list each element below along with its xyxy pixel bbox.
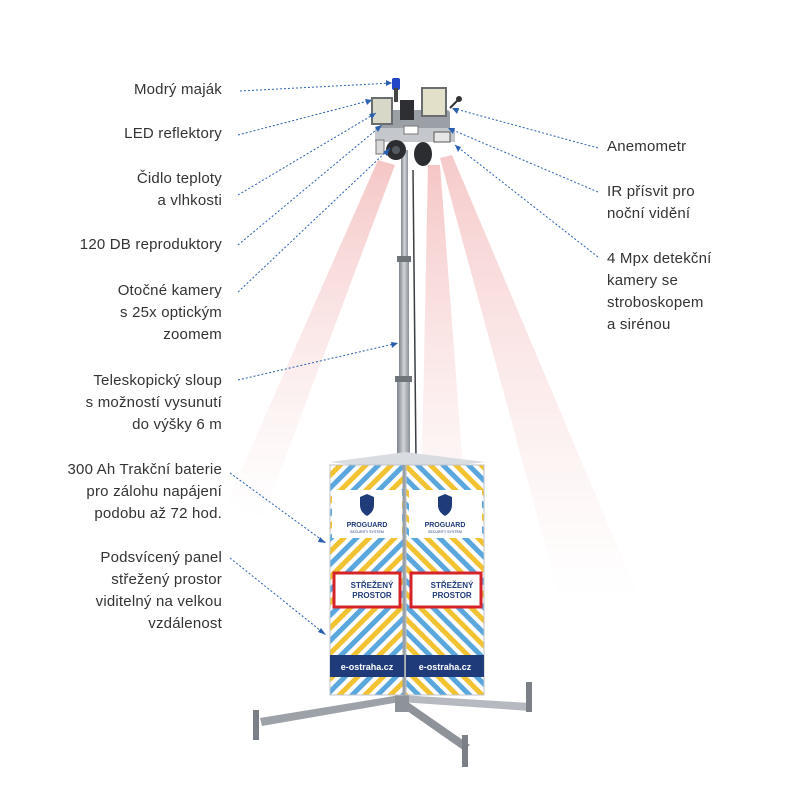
label-line: vzdálenost bbox=[148, 615, 222, 632]
label-line: a sirénou bbox=[607, 316, 671, 333]
label-reproduktory: 120 DB reproduktory bbox=[80, 234, 222, 256]
telescopic-pole bbox=[395, 150, 417, 470]
label-teleskopicky-sloup: Teleskopický sloup s možností vysunutí d… bbox=[86, 370, 222, 436]
label-line: stroboskopem bbox=[607, 294, 704, 311]
label-line: střežený prostor bbox=[111, 571, 222, 588]
battery-box: PROGUARD SECURITY SYSTEM PROGUARD SECURI… bbox=[329, 452, 485, 696]
label-trakcni-baterie: 300 Ah Trakční baterie pro zálohu napáje… bbox=[68, 459, 223, 525]
label-line: noční vidění bbox=[607, 205, 691, 222]
label-line: Otočné kamery bbox=[117, 282, 222, 299]
label-line: viditelný na velkou bbox=[95, 593, 222, 610]
sign-line1-right: STŘEŽENÝ bbox=[431, 581, 474, 590]
leader-podsviceny-panel bbox=[229, 557, 327, 636]
beam-right bbox=[440, 155, 640, 600]
label-line: 300 Ah Trakční baterie bbox=[67, 461, 222, 478]
label-line: Modrý maják bbox=[133, 81, 222, 98]
sign-line2-right: PROSTOR bbox=[432, 591, 472, 600]
label-podsviceny-panel: Podsvícený panel střežený prostor vidite… bbox=[96, 547, 222, 635]
shield-icon bbox=[438, 494, 452, 516]
brand-text-right: PROGUARD bbox=[425, 522, 466, 529]
leader-reproduktory bbox=[237, 124, 383, 246]
sign-line2-left: PROSTOR bbox=[352, 591, 392, 600]
leader-modry-majak bbox=[239, 82, 393, 92]
label-detekcni-kamery: 4 Mpx detekční kamery se stroboskopem a … bbox=[607, 248, 712, 336]
led-reflector bbox=[421, 87, 447, 117]
blue-beacon bbox=[392, 78, 400, 90]
label-cidlo-teploty: Čidlo teploty a vlhkosti bbox=[137, 168, 222, 212]
sign-line1-left: STŘEŽENÝ bbox=[351, 581, 394, 590]
url-band-left bbox=[330, 655, 404, 677]
label-line: Čidlo teploty bbox=[136, 170, 222, 187]
leader-lines bbox=[229, 82, 599, 636]
label-line: zoomem bbox=[163, 326, 222, 343]
brand-sub-right: SECURITY SYSTEM bbox=[428, 530, 462, 534]
label-led-reflektory: LED reflektory bbox=[124, 123, 222, 145]
url-text-left: e-ostraha.cz bbox=[341, 662, 394, 672]
url-text-right: e-ostraha.cz bbox=[419, 662, 472, 672]
temperature-sensor bbox=[375, 139, 385, 155]
beam-left bbox=[228, 160, 395, 520]
brand-sub-left: SECURITY SYSTEM bbox=[350, 530, 384, 534]
url-band-right bbox=[406, 655, 484, 677]
label-line: Teleskopický sloup bbox=[93, 372, 222, 389]
label-anemometr: Anemometr bbox=[607, 136, 686, 158]
leader-teleskopicky-sloup bbox=[237, 342, 399, 381]
label-line: s 25x optickým bbox=[120, 304, 222, 321]
leader-led-reflektory bbox=[237, 99, 373, 136]
leader-ir-prisvit bbox=[447, 127, 599, 193]
label-line: IR přísvit pro bbox=[607, 183, 695, 200]
sign-panel-left bbox=[332, 571, 402, 609]
label-otocne-kamery: Otočné kamery s 25x optickým zoomem bbox=[118, 280, 222, 346]
label-line: do výšky 6 m bbox=[132, 416, 222, 433]
speaker bbox=[400, 100, 414, 120]
label-line: Anemometr bbox=[607, 138, 687, 155]
sign-panel-right bbox=[409, 571, 483, 609]
leader-arrowheads bbox=[318, 80, 461, 635]
brand-text-left: PROGUARD bbox=[347, 522, 388, 529]
led-reflector bbox=[371, 97, 393, 125]
label-ir-prisvit: IR přísvit pro noční vidění bbox=[607, 181, 695, 225]
leader-anemometr bbox=[451, 107, 599, 149]
detection-camera bbox=[433, 131, 451, 143]
leader-cidlo-teploty bbox=[237, 112, 377, 196]
label-line: pro zálohu napájení bbox=[86, 483, 222, 500]
label-line: podobu až 72 hod. bbox=[94, 505, 222, 522]
label-line: 120 DB reproduktory bbox=[79, 236, 222, 253]
leader-otocne-kamery bbox=[237, 147, 391, 293]
shield-icon bbox=[360, 494, 374, 516]
label-line: LED reflektory bbox=[124, 125, 222, 142]
label-line: s možností vysunutí bbox=[85, 394, 222, 411]
label-line: 4 Mpx detekční bbox=[607, 250, 712, 267]
anemometer bbox=[456, 96, 462, 102]
label-line: kamery se bbox=[607, 272, 678, 289]
label-modry-majak: Modrý maják bbox=[134, 79, 222, 101]
base-stand bbox=[253, 682, 532, 767]
label-line: a vlhkosti bbox=[157, 192, 222, 209]
ptz-camera bbox=[414, 142, 432, 166]
label-line: Podsvícený panel bbox=[100, 549, 222, 566]
equipment-head bbox=[371, 78, 462, 166]
